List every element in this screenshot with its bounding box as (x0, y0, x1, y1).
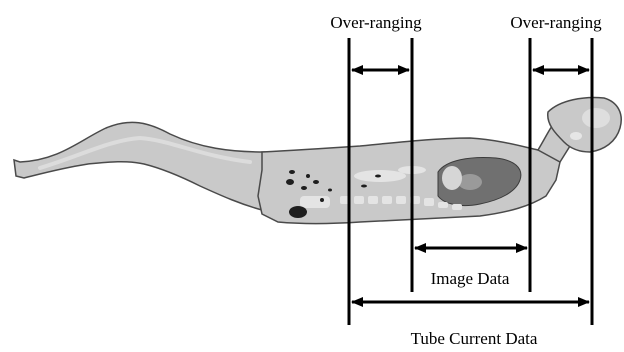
overranging-right-label: Over-ranging (510, 13, 602, 32)
image-data-label: Image Data (431, 269, 510, 288)
tube-current-data-label: Tube Current Data (411, 329, 538, 348)
legs-region (14, 122, 275, 210)
overranging-left-label: Over-ranging (330, 13, 422, 32)
